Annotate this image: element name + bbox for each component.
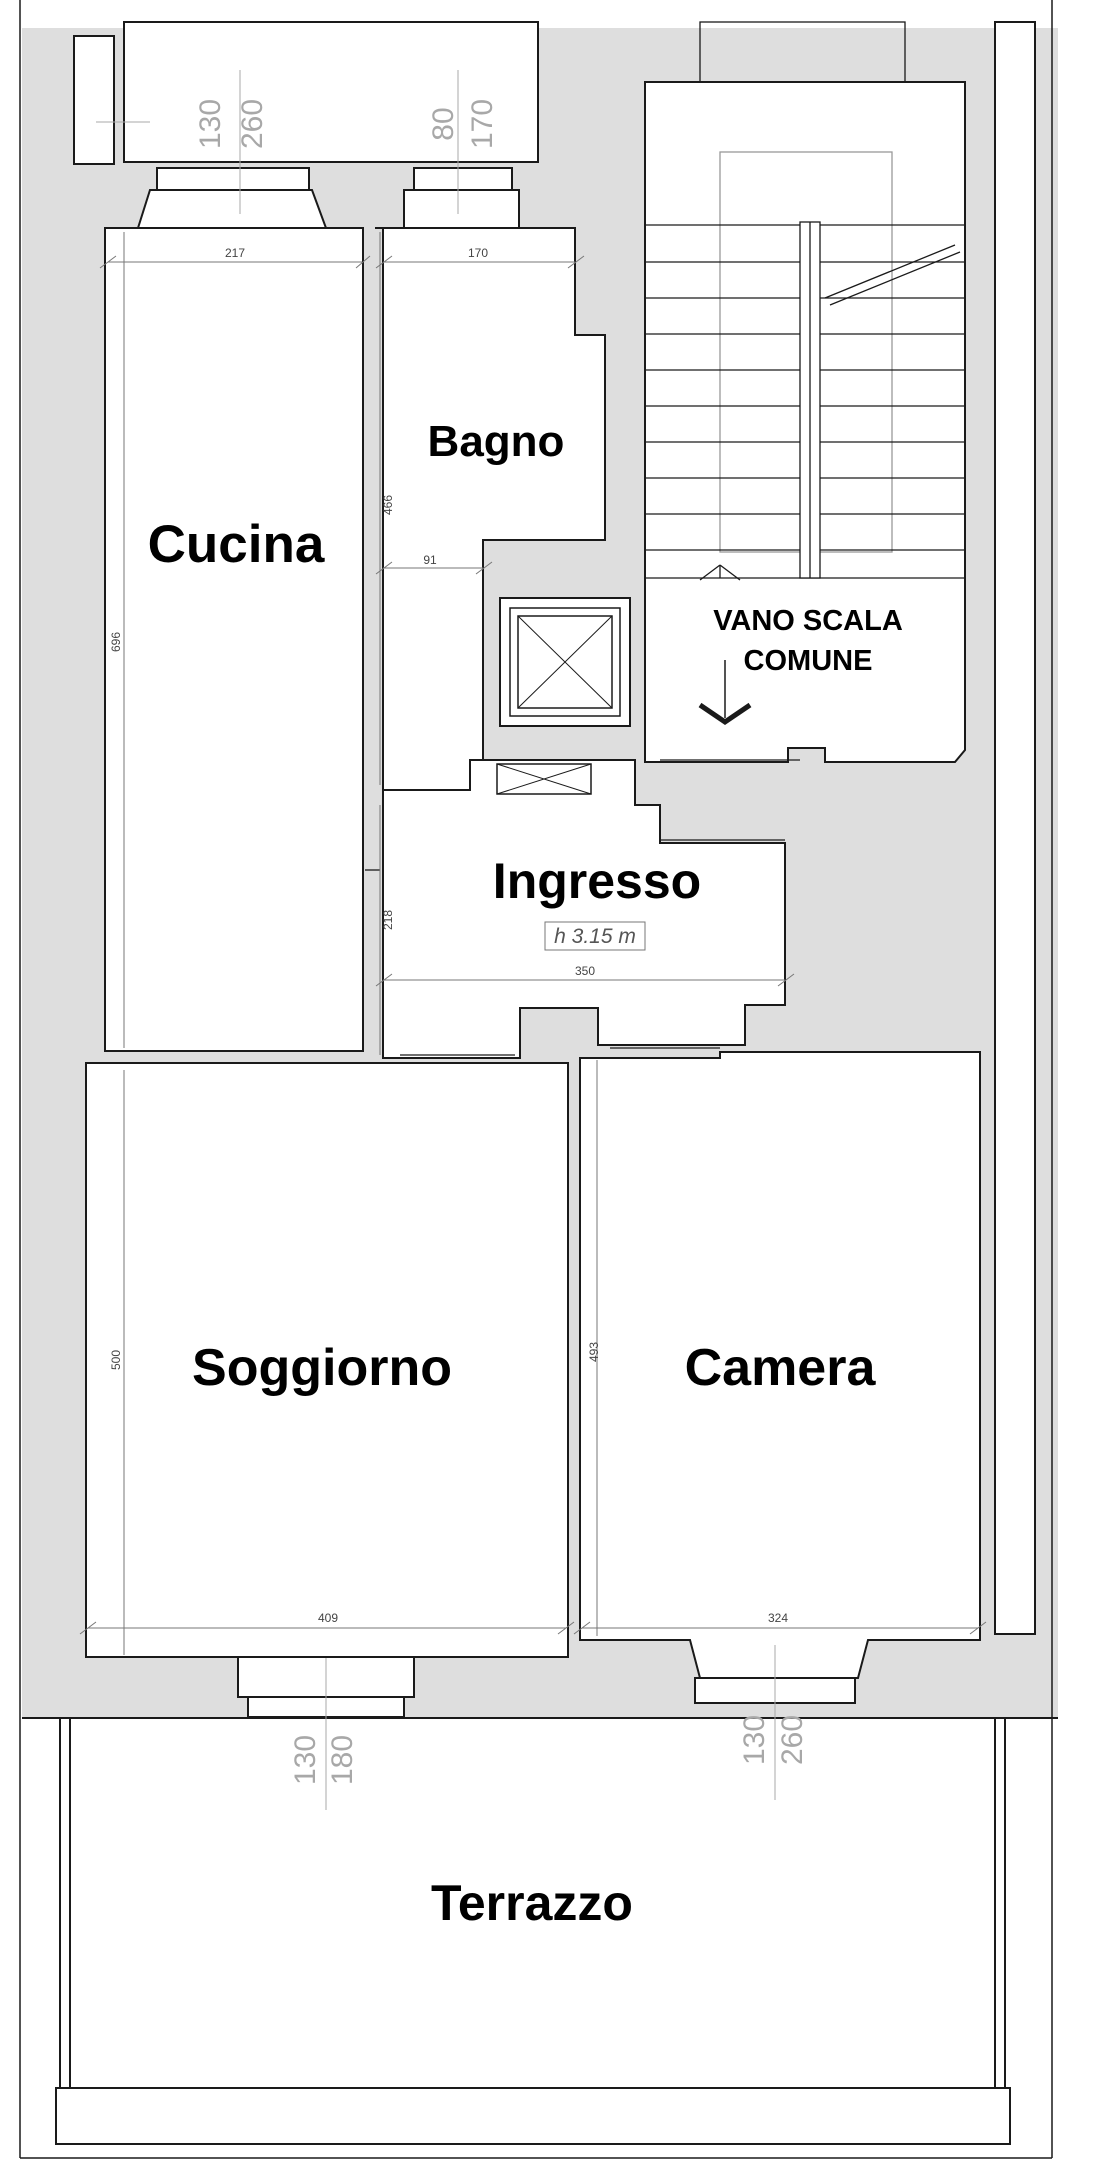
dim-soggiorno-width: 409 <box>318 1611 338 1625</box>
window-bagno-width: 80 <box>427 107 460 140</box>
dim-bagno-nook: 91 <box>423 553 437 567</box>
right-strip <box>994 21 1036 1635</box>
dim-ingresso-depth: 218 <box>381 910 395 930</box>
room-ingresso <box>382 759 786 1059</box>
doors <box>365 759 800 1056</box>
stairwell-label-line2: COMUNE <box>744 645 873 677</box>
dim-ingresso-width: 350 <box>575 964 595 978</box>
window-cucina-width: 130 <box>194 99 227 149</box>
room-label-cucina: Cucina <box>148 515 325 574</box>
room-bagno <box>375 227 606 791</box>
window-camera-width: 130 <box>738 1715 771 1765</box>
dim-cucina-width: 217 <box>225 246 245 260</box>
height-tag-box <box>544 921 646 951</box>
dimension-lines <box>79 232 987 1655</box>
dim-bagno-width: 170 <box>468 246 488 260</box>
window-soggiorno-height: 180 <box>326 1735 359 1785</box>
room-soggiorno <box>85 1062 569 1658</box>
dim-soggiorno-length: 500 <box>109 1350 123 1370</box>
dim-bagno-length: 466 <box>381 495 395 515</box>
top-balcony-side <box>73 35 115 165</box>
window-camera-height: 260 <box>776 1715 809 1765</box>
terrace <box>22 1717 1058 2145</box>
dim-camera-length: 493 <box>587 1342 601 1362</box>
window-bagno-height: 170 <box>466 99 499 149</box>
dim-cucina-length: 696 <box>109 632 123 652</box>
room-label-soggiorno: Soggiorno <box>192 1339 452 1397</box>
room-label-ingresso: Ingresso <box>493 853 701 909</box>
room-voids <box>73 21 1036 1679</box>
top-balcony <box>123 21 539 163</box>
room-label-terrazzo: Terrazzo <box>431 1875 633 1931</box>
room-label-bagno: Bagno <box>428 417 565 466</box>
sheet-border <box>19 0 1053 2159</box>
window-soggiorno-width: 130 <box>289 1735 322 1785</box>
stairwell-label-line1: VANO SCALA <box>713 605 903 637</box>
room-cucina <box>104 227 364 1052</box>
stair-details <box>645 21 965 726</box>
room-label-camera: Camera <box>685 1339 877 1397</box>
elevator-icon <box>496 597 631 795</box>
ingresso-height-tag: h 3.15 m <box>554 925 636 948</box>
dim-camera-width: 324 <box>768 1611 788 1625</box>
window-crosshairs <box>96 70 776 1810</box>
window-cucina-height: 260 <box>236 99 269 149</box>
room-camera <box>579 1051 981 1679</box>
